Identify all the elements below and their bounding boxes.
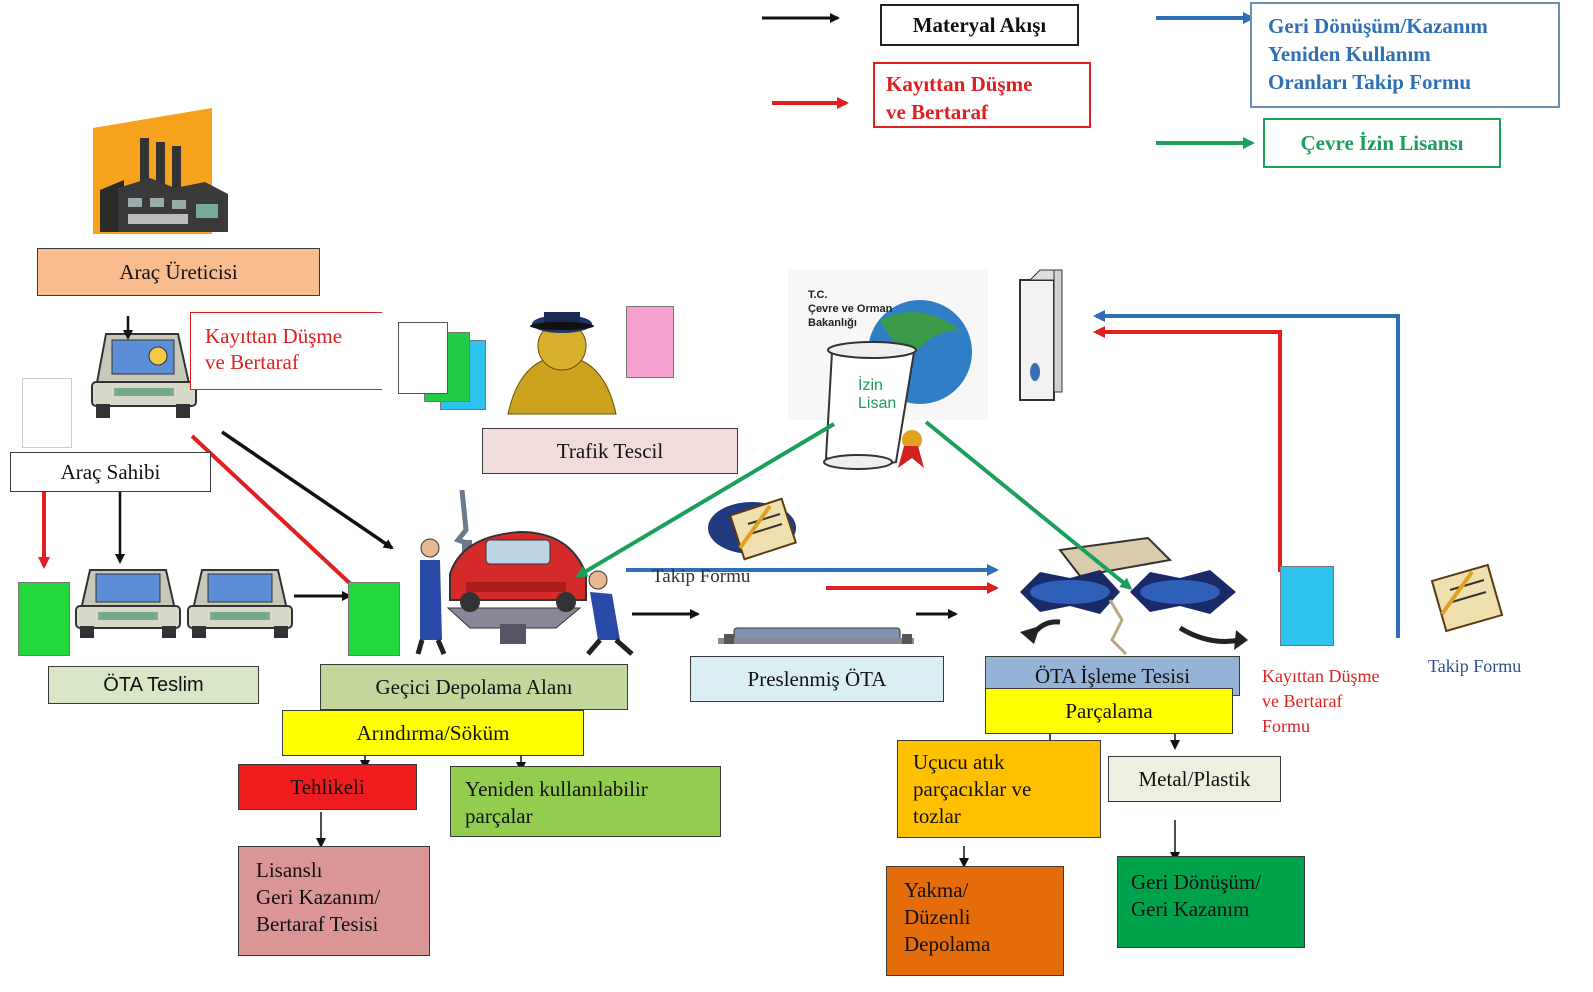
factory-icon (93, 108, 228, 234)
license-arrow (924, 420, 1133, 590)
document-icon (18, 582, 70, 656)
document-icon (398, 322, 448, 394)
car-icon (75, 569, 181, 638)
legend-dereg-line-2: ve Bertaraf (886, 100, 989, 124)
licensed-line-3: Bertaraf Tesisi (256, 912, 379, 936)
dereg-arrow (190, 434, 375, 607)
licensed-line-2: Geri Kazanım/ (256, 885, 381, 909)
dereg-form-label: Kayıttan Düşme ve Bertaraf Formu (1262, 664, 1379, 739)
permit-label-2: Lisan (858, 395, 896, 412)
ota-delivery-box: ÖTA Teslim (48, 666, 259, 704)
licensed-line-1: Lisanslı (256, 858, 323, 882)
traffic-registry-box: Trafik Tescil (482, 428, 738, 474)
legend-recycling-line-3: Oranları Takip Formu (1268, 70, 1472, 94)
owner-dereg-note: Kayıttan Düşme ve Bertaraf (190, 312, 382, 390)
owner-dereg-line-1: Kayıttan Düşme (205, 324, 343, 348)
reusable-line-2: parçalar (465, 804, 533, 828)
recovery-line-2: Geri Kazanım (1131, 897, 1250, 921)
clipboard-icon (1430, 563, 1504, 633)
legend-environment-license: Çevre İzin Lisansı (1263, 118, 1501, 168)
legend-dereg-line-1: Kayıttan Düşme (886, 72, 1033, 96)
incineration-line-3: Depolama (904, 932, 991, 956)
document-icon (1280, 566, 1334, 646)
temp-storage-box: Geçici Depolama Alanı (320, 664, 628, 710)
shredding-box: Parçalama (985, 688, 1233, 734)
tracking-form-right-label: Takip Formu (1428, 656, 1522, 676)
dust-particles-box: Uçucu atık parçacıklar ve tozlar (897, 740, 1101, 838)
legend-recycling-form: Geri Dönüşüm/Kazanım Yeniden Kullanım Or… (1250, 2, 1560, 108)
car-icon (187, 569, 293, 638)
clipboard-icon (708, 497, 798, 561)
permit-label-1: İzin (858, 375, 883, 394)
dust-line-3: tozlar (913, 804, 961, 828)
car-lift-icon (415, 489, 634, 656)
legend-material-flow: Materyal Akışı (880, 4, 1079, 46)
licensed-facility-box: Lisanslı Geri Kazanım/ Bertaraf Tesisi (238, 846, 430, 956)
metal-plastic-box: Metal/Plastik (1108, 756, 1281, 802)
legend-deregistration: Kayıttan Düşme ve Bertaraf (873, 62, 1091, 128)
ministry-line-3: Bakanlığı (808, 317, 857, 329)
document-icon (626, 306, 674, 378)
owner-box: Araç Sahibi (10, 452, 211, 492)
incineration-line-1: Yakma/ (904, 878, 969, 902)
recovery-box: Geri Dönüşüm/ Geri Kazanım (1117, 856, 1305, 948)
owner-dereg-line-2: ve Bertaraf (205, 350, 299, 374)
reusable-line-1: Yeniden kullanılabilir (465, 777, 648, 801)
binder-icon (1019, 269, 1063, 401)
flow-arrow (221, 430, 394, 550)
recovery-line-1: Geri Dönüşüm/ (1131, 870, 1262, 894)
hazardous-box: Tehlikeli (238, 764, 417, 810)
recycling-arrow (1093, 310, 1400, 638)
manufacturer-box: Araç Üreticisi (37, 248, 320, 296)
dereg-arrow (1093, 326, 1282, 572)
pressed-car-icon (718, 627, 914, 644)
dereg-form-line-2: ve Bertaraf (1262, 691, 1343, 711)
document-icon (22, 378, 72, 448)
legend-recycling-line-1: Geri Dönüşüm/Kazanım (1268, 14, 1488, 38)
car-icon (91, 333, 197, 418)
reusable-parts-box: Yeniden kullanılabilir parçalar (450, 766, 721, 837)
license-arrow (575, 422, 836, 578)
incineration-box: Yakma/ Düzenli Depolama (886, 866, 1064, 976)
police-officer-icon (507, 312, 617, 415)
legend-recycling-line-2: Yeniden Kullanım (1268, 42, 1431, 66)
dust-line-2: parçacıklar ve (913, 777, 1032, 801)
ministry-line-2: Çevre ve Orman (808, 303, 893, 315)
dereg-form-line-1: Kayıttan Düşme (1262, 666, 1380, 686)
dust-line-1: Uçucu atık (913, 750, 1005, 774)
incineration-line-2: Düzenli (904, 905, 971, 929)
scroll-icon: İzin Lisan (823, 341, 924, 470)
shredder-icon (1020, 536, 1248, 656)
pressed-ota-box: Preslenmiş ÖTA (690, 656, 944, 702)
tracking-form-label: Takip Formu (652, 566, 751, 587)
dereg-form-line-3: Formu (1262, 716, 1311, 736)
ministry-line-1: T.C. (808, 289, 828, 301)
document-icon (348, 582, 400, 656)
depollution-box: Arındırma/Söküm (282, 710, 584, 756)
